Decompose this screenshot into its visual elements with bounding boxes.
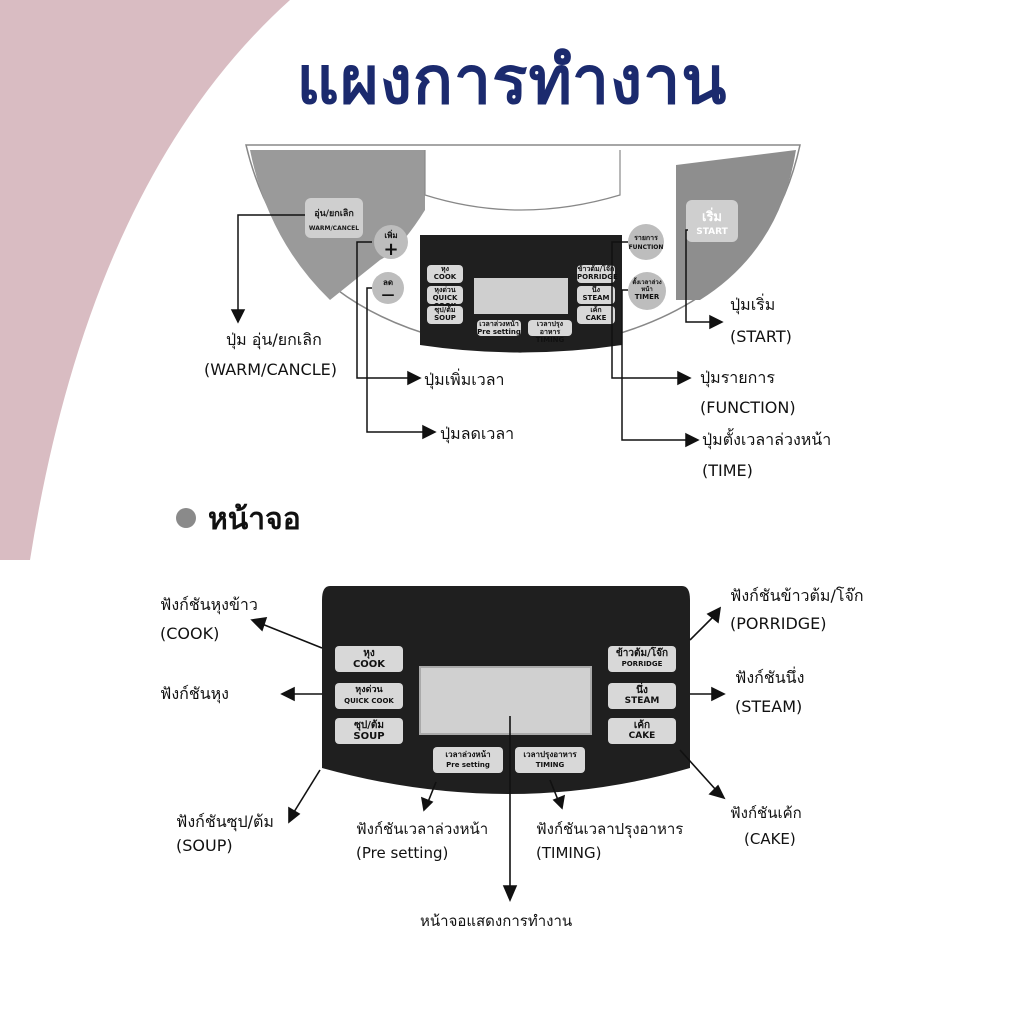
- page-title: แผงการทำงาน: [296, 42, 728, 119]
- timing-button[interactable]: เวลาปรุงอาหาร TIMING: [515, 747, 585, 773]
- quick-cook-button[interactable]: หุงด่วน QUICK COOK: [335, 683, 403, 709]
- timing-en: TIMING: [535, 761, 565, 769]
- callout-start-th: ปุ่มเริ่ม: [730, 295, 776, 314]
- callout-quick-th: ฟังก์ชันหุง: [160, 684, 229, 703]
- callout-minus: ปุ่มลดเวลา: [440, 424, 515, 443]
- callout-plus: ปุ่มเพิ่มเวลา: [424, 370, 505, 389]
- timer-button[interactable]: ตั้งเวลาล่วงหน้า TIMER: [628, 272, 666, 310]
- callout-time-en: (TIME): [702, 461, 753, 480]
- quick-th: หุงด่วน: [355, 685, 383, 695]
- section-bullet-icon: [176, 508, 196, 528]
- steam-en: STEAM: [624, 696, 660, 706]
- callout-cake-en: (CAKE): [744, 830, 796, 848]
- timer-th: ตั้งเวลาล่วงหน้า: [632, 279, 662, 293]
- start-en: START: [696, 227, 728, 237]
- minus-th: ลด: [382, 278, 394, 287]
- porridge-en: PORRIDGE: [621, 660, 663, 668]
- quick-en: QUICK COOK: [344, 697, 394, 705]
- callout-time-th: ปุ่มตั้งเวลาล่วงหน้า: [702, 430, 832, 449]
- function-th: รายการ: [634, 234, 658, 242]
- callout-porridge-th: ฟังก์ชันข้าวต้ม/โจ๊ก: [730, 586, 864, 605]
- minus-symbol: —: [381, 288, 395, 303]
- callout-function-en: (FUNCTION): [700, 398, 796, 417]
- warm-cancel-en: WARM/CANCEL: [308, 225, 360, 232]
- callout-pre-th: ฟังก์ชันเวลาล่วงหน้า: [356, 820, 489, 838]
- soup-en: SOUP: [353, 731, 385, 742]
- soup-button[interactable]: ซุป/ต้ม SOUP: [335, 718, 403, 744]
- start-button[interactable]: เริ่ม START: [686, 200, 738, 242]
- timer-en: TIMER: [634, 293, 660, 301]
- presetting-en: Pre setting: [446, 761, 490, 769]
- callout-steam-en: (STEAM): [735, 697, 803, 716]
- steam-button[interactable]: นึ่ง STEAM: [608, 683, 676, 709]
- callout-soup-th: ฟังก์ชันซุป/ต้ม: [176, 812, 274, 831]
- cake-en: CAKE: [628, 731, 656, 741]
- cake-th: เค้ก: [633, 720, 651, 731]
- callout-cook-th: ฟังก์ชันหุงข้าว: [160, 595, 258, 614]
- callout-display: หน้าจอแสดงการทำงาน: [420, 912, 573, 930]
- callout-steam-th: ฟังก์ชันนึ่ง: [735, 668, 805, 687]
- callout-cake-th: ฟังก์ชันเค้ก: [730, 804, 802, 822]
- callout-start-en: (START): [730, 327, 792, 346]
- porridge-button[interactable]: ข้าวต้ม/โจ๊ก PORRIDGE: [608, 646, 676, 672]
- callout-function-th: ปุ่มรายการ: [700, 368, 775, 387]
- minus-button[interactable]: ลด —: [372, 272, 404, 304]
- presetting-button[interactable]: เวลาล่วงหน้า Pre setting: [433, 747, 503, 773]
- presetting-th: เวลาล่วงหน้า: [445, 750, 491, 759]
- callout-porridge-en: (PORRIDGE): [730, 614, 827, 633]
- callout-warm-en: (WARM/CANCLE): [204, 360, 337, 379]
- callout-warm-th: ปุ่ม อุ่น/ยกเลิก: [226, 330, 322, 349]
- callout-soup-en: (SOUP): [176, 836, 233, 855]
- function-en: FUNCTION: [628, 244, 664, 251]
- callout-timing-th: ฟังก์ชันเวลาปรุงอาหาร: [536, 820, 684, 838]
- section-title: หน้าจอ: [208, 502, 301, 537]
- warm-cancel-th: อุ่น/ยกเลิก: [314, 209, 354, 219]
- plus-button[interactable]: เพิ่ม +: [374, 225, 408, 259]
- callout-pre-en: (Pre setting): [356, 844, 449, 862]
- warm-cancel-button[interactable]: อุ่น/ยกเลิก WARM/CANCEL: [305, 198, 363, 238]
- cook-en: COOK: [352, 659, 386, 670]
- porridge-th: ข้าวต้ม/โจ๊ก: [615, 648, 669, 659]
- steam-th: นึ่ง: [636, 685, 648, 696]
- cook-button[interactable]: หุง COOK: [335, 646, 403, 672]
- timing-th: เวลาปรุงอาหาร: [523, 750, 577, 759]
- callout-timing-en: (TIMING): [536, 844, 602, 862]
- function-button[interactable]: รายการ FUNCTION: [628, 224, 664, 260]
- callout-cook-en: (COOK): [160, 624, 220, 643]
- soup-th: ซุป/ต้ม: [354, 720, 384, 731]
- start-th: เริ่ม: [702, 210, 722, 225]
- cook-th: หุง: [363, 648, 375, 659]
- cake-button[interactable]: เค้ก CAKE: [608, 718, 676, 744]
- plus-th: เพิ่ม: [384, 231, 398, 240]
- plus-symbol: +: [383, 239, 399, 260]
